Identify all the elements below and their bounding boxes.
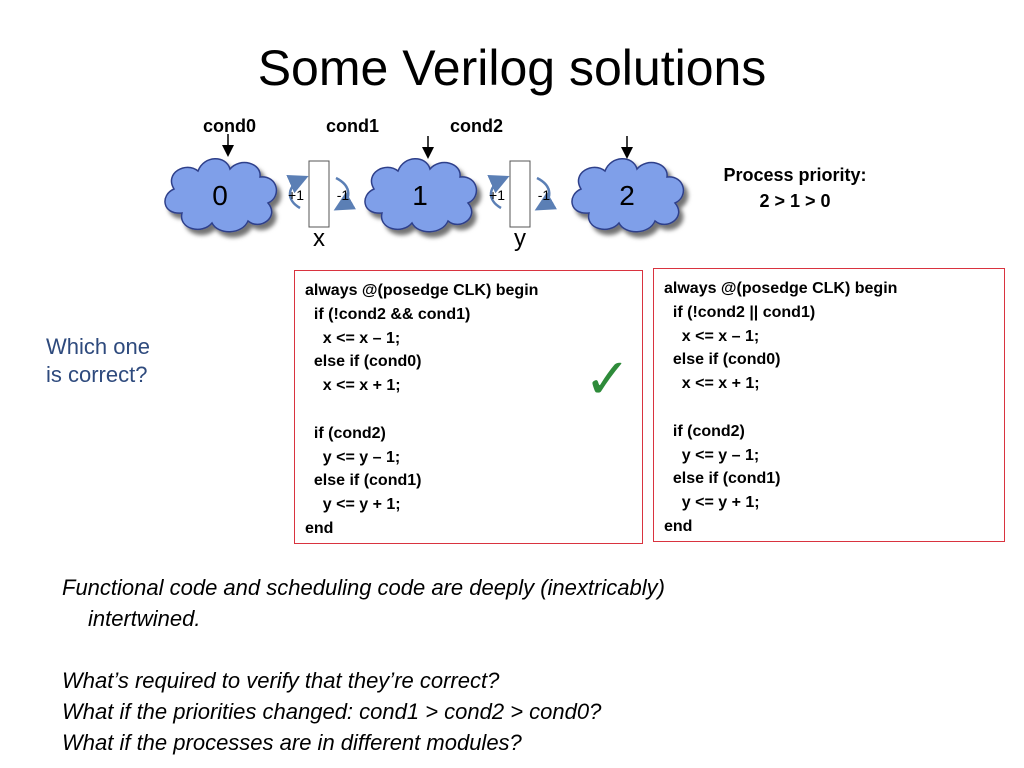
cond2-label: cond2 [450, 116, 504, 136]
cond0-label: cond0 [203, 116, 257, 136]
solution-a-code: always @(posedge CLK) begin if (!cond2 &… [305, 279, 632, 541]
register-y-label: y [514, 225, 526, 252]
process-1-label: 1 [412, 180, 428, 211]
priority-order: 2 > 1 > 0 [759, 191, 831, 211]
slide-title: Some Verilog solutions [257, 40, 767, 96]
code-line: y <= y + 1; [664, 494, 760, 512]
code-line: y <= y + 1; [305, 496, 401, 514]
code-line: x <= x – 1; [305, 329, 401, 347]
priority-heading: Process priority: [723, 165, 867, 185]
discussion-line-2: intertwined. [88, 606, 201, 631]
discussion-spacer [62, 634, 962, 665]
code-line [305, 398, 632, 422]
process-diagram: 0 1 2 +1 -1 x +1 -1 y [164, 134, 685, 252]
code-line: if (!cond2 && cond1) [305, 305, 471, 323]
code-line: end [305, 519, 334, 537]
process-0-label: 0 [212, 180, 228, 211]
code-line: if (cond2) [305, 424, 386, 442]
code-line: if (!cond2 || cond1) [664, 303, 816, 321]
code-line: end [664, 517, 693, 535]
code-line: y <= y – 1; [664, 446, 760, 464]
register-y-dec-label: -1 [538, 187, 551, 203]
code-line: y <= y – 1; [305, 448, 401, 466]
code-line: else if (cond1) [305, 472, 422, 490]
register-y-box [509, 160, 531, 228]
discussion-line-3: What’s required to verify that they’re c… [62, 668, 500, 693]
discussion-line-1: Functional code and scheduling code are … [62, 575, 665, 600]
code-line: always @(posedge CLK) begin [305, 282, 539, 299]
solution-a-code-box: always @(posedge CLK) begin if (!cond2 &… [294, 270, 643, 544]
discussion-text: Functional code and scheduling code are … [62, 572, 962, 758]
register-x-inc-label: +1 [288, 187, 304, 203]
register-x-label: x [313, 225, 325, 252]
process-priority: Process priority: 2 > 1 > 0 [700, 162, 890, 214]
discussion-line-4: What if the priorities changed: cond1 > … [62, 699, 602, 724]
code-line [664, 396, 994, 420]
solution-b-code-box: always @(posedge CLK) begin if (!cond2 |… [653, 268, 1005, 542]
register-y-inc-label: +1 [489, 187, 505, 203]
question-text: Which one is correct? [46, 333, 206, 389]
code-line: always @(posedge CLK) begin [664, 280, 898, 297]
register-y-inc-arrow [487, 174, 510, 210]
register-x-box [308, 160, 330, 228]
register-y-dec-arrow [534, 176, 557, 211]
code-line: else if (cond0) [664, 351, 781, 369]
code-line: x <= x + 1; [305, 377, 401, 395]
correct-check-icon: ✓ [584, 347, 631, 412]
cond1-label: cond1 [326, 116, 380, 136]
code-line: x <= x + 1; [664, 375, 760, 393]
code-line: if (cond2) [664, 422, 745, 440]
process-2-label: 2 [619, 180, 635, 211]
question-line-2: is correct? [46, 362, 148, 387]
question-line-1: Which one [46, 334, 150, 359]
code-line: else if (cond1) [664, 470, 781, 488]
register-x-inc-arrow [286, 174, 309, 210]
register-x-dec-arrow [333, 176, 356, 211]
discussion-line-5: What if the processes are in different m… [62, 730, 522, 755]
code-line: x <= x – 1; [664, 327, 760, 345]
register-x-dec-label: -1 [337, 187, 350, 203]
code-line: else if (cond0) [305, 353, 422, 371]
solution-b-code: always @(posedge CLK) begin if (!cond2 |… [664, 277, 994, 539]
